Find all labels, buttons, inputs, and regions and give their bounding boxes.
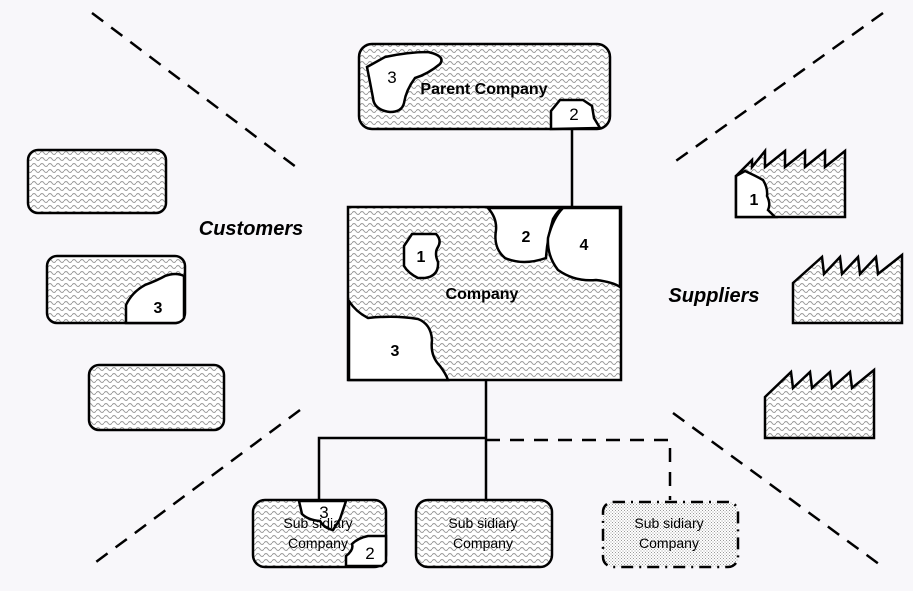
divider-bottom-left: [91, 408, 301, 567]
subsidiary-1-region-2-label: 2: [365, 544, 374, 563]
company-region-4-label: 4: [580, 237, 589, 254]
customer-node-2[interactable]: 3: [45, 254, 187, 325]
subsidiary-node-1[interactable]: 3 2 Sub sidiary Company: [251, 498, 388, 569]
subsidiary-2-label-line1: Sub sidiary: [448, 515, 517, 531]
supplier-factory-3[interactable]: [763, 367, 876, 440]
customer-region-3-label: 3: [154, 300, 163, 317]
customers-label: Customers: [199, 218, 303, 240]
parent-company-label: Parent Company: [420, 81, 547, 98]
parent-region-2-label: 2: [569, 105, 578, 124]
company-label: Company: [446, 286, 519, 303]
company-region-1-label: 1: [417, 249, 426, 266]
subsidiary-1-label-line1: Sub sidiary: [283, 515, 352, 531]
connectors: [317, 128, 672, 500]
company-region-4: [546, 206, 622, 290]
subsidiary-1-region-3-label: 3: [319, 503, 328, 522]
subsidiary-node-3[interactable]: Sub sidiary Company: [601, 500, 740, 569]
parent-company-node[interactable]: 3 2 Parent Company: [357, 42, 612, 131]
company-region-2-label: 2: [522, 229, 531, 246]
company-region-3: [347, 296, 450, 382]
connector-subsidiary-1: [317, 436, 486, 500]
customer-node-1[interactable]: [26, 148, 168, 215]
parent-region-2: [549, 98, 603, 131]
subsidiary-1-region-2: [344, 534, 388, 568]
supplier-region-1-label: 1: [750, 192, 759, 209]
subsidiary-2-label-line2: Company: [453, 535, 513, 551]
subsidiary-node-2[interactable]: Sub sidiary Company: [414, 498, 554, 569]
company-region-1: [402, 232, 441, 280]
subsidiary-1-region-3: [297, 499, 348, 532]
divider-top-left: [91, 12, 301, 171]
divider-top-right: [672, 11, 884, 165]
supplier-factory-2[interactable]: [791, 252, 904, 325]
company-node[interactable]: 1 2 4 3 Company: [346, 205, 623, 382]
supplier-region-1: [734, 169, 779, 219]
parent-region-3-label: 3: [387, 68, 396, 87]
supplier-factory-1[interactable]: 1: [734, 147, 847, 219]
customer-node-3[interactable]: [87, 363, 226, 432]
subsidiary-3-label-line2: Company: [639, 535, 699, 551]
company-region-2: [485, 206, 564, 264]
divider-bottom-right: [672, 411, 884, 569]
suppliers-label: Suppliers: [668, 285, 759, 307]
subsidiary-3-label-line1: Sub sidiary: [634, 515, 703, 531]
company-region-3-label: 3: [391, 343, 400, 360]
subsidiary-1-label-line2: Company: [288, 535, 348, 551]
customer-region-3: [124, 272, 186, 325]
divider-lines: [91, 11, 884, 569]
connector-subsidiary-3: [486, 438, 672, 500]
parent-region-3: [365, 50, 443, 114]
